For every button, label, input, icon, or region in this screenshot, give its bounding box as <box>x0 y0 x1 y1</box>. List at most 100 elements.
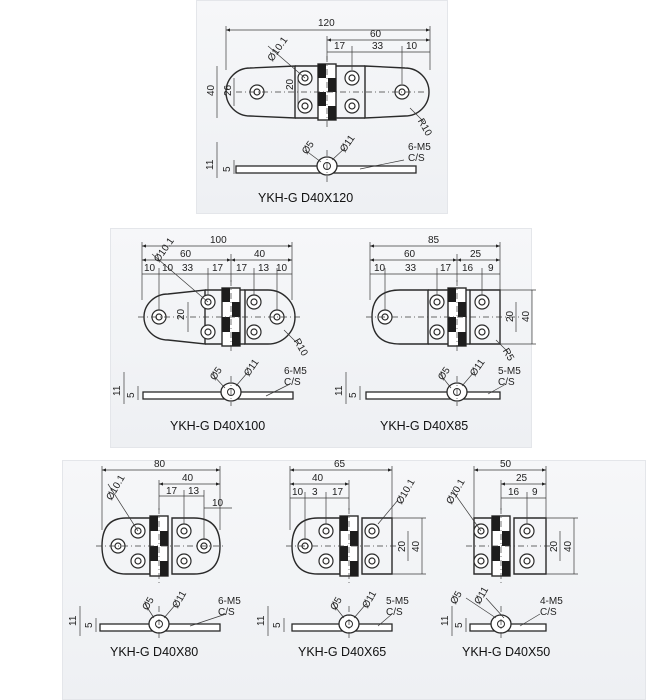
hinge-d40x65 <box>267 466 426 640</box>
dim-text: 5 <box>348 392 359 398</box>
dim-text: 13 <box>258 263 270 274</box>
dim-text: 11 <box>205 159 216 170</box>
dim-text: Ø5 <box>436 365 453 383</box>
dim-text: 16 <box>508 487 520 498</box>
dim-text: 40 <box>521 310 532 322</box>
caption-d40x50: YKH-G D40X50 <box>462 645 550 659</box>
dim-text: 10 <box>406 41 418 52</box>
dim-text: Ø10.1 <box>266 35 291 64</box>
dim-text: 13 <box>188 486 200 497</box>
dim-text: R5 <box>500 347 516 364</box>
dim-text: 120 <box>318 18 335 29</box>
dim-text: C/S <box>284 377 301 388</box>
caption-d40x100: YKH-G D40X100 <box>170 419 265 433</box>
dim-text: 4-M5 <box>540 596 563 607</box>
dim-text: R10 <box>415 117 434 139</box>
dim-text: 33 <box>182 263 194 274</box>
hinge-d40x80 <box>79 466 232 640</box>
dim-text: 60 <box>180 249 192 260</box>
dim-text: Ø10.1 <box>445 477 468 506</box>
caption-d40x85: YKH-G D40X85 <box>380 419 468 433</box>
dim-text: 25 <box>470 249 482 260</box>
dim-text: Ø11 <box>338 133 358 155</box>
dim-text: 26 <box>223 84 234 96</box>
dim-text: Ø11 <box>473 585 492 607</box>
hinge-d40x100 <box>123 242 300 406</box>
dim-text: C/S <box>540 607 557 618</box>
dim-text: 5 <box>454 622 465 628</box>
dim-text: 40 <box>411 540 422 552</box>
dim-text: Ø5 <box>449 589 465 606</box>
dim-text: 33 <box>372 41 384 52</box>
dim-text: 50 <box>500 459 512 470</box>
hinge-d40x85 <box>345 242 536 406</box>
dim-text: Ø11 <box>242 357 262 379</box>
dim-text: 33 <box>405 263 417 274</box>
dim-text: 5-M5 <box>498 366 521 377</box>
dim-text: 11 <box>256 615 267 626</box>
dim-text: Ø5 <box>329 595 345 612</box>
dim-text: 17 <box>166 486 178 497</box>
dim-text: 10 <box>374 263 386 274</box>
caption-d40x80: YKH-G D40X80 <box>110 645 198 659</box>
dim-text: 17 <box>236 263 248 274</box>
dim-text: Ø5 <box>300 139 317 157</box>
dim-text: 11 <box>440 615 451 626</box>
dim-text: 60 <box>370 29 382 40</box>
dim-text: Ø10.1 <box>395 477 418 506</box>
dim-text: Ø5 <box>208 365 225 383</box>
dim-text: 100 <box>210 235 227 246</box>
dim-text: 40 <box>563 540 574 552</box>
dim-text: 17 <box>212 263 224 274</box>
dim-text: Ø11 <box>468 357 488 379</box>
dim-text: 5-M5 <box>386 596 409 607</box>
dim-text: 40 <box>254 249 266 260</box>
dim-text: 6-M5 <box>284 366 307 377</box>
dim-text: 3 <box>312 487 318 498</box>
dim-text: 20 <box>285 78 296 90</box>
dim-text: 60 <box>404 249 416 260</box>
dim-text: Ø11 <box>171 589 190 611</box>
dim-text: 20 <box>397 540 408 552</box>
dim-text: 10 <box>292 487 304 498</box>
dim-text: 20 <box>176 308 187 320</box>
hinge-d40x120 <box>216 26 431 182</box>
dim-text: 17 <box>440 263 452 274</box>
dim-text: 10 <box>144 263 156 274</box>
dim-text: Ø11 <box>361 589 380 611</box>
dim-text: 9 <box>488 263 494 274</box>
dim-text: 5 <box>222 166 233 172</box>
dim-text: 17 <box>334 41 346 52</box>
dim-text: 20 <box>505 310 516 322</box>
dim-text: 40 <box>312 473 324 484</box>
dim-text: 11 <box>112 385 123 396</box>
caption-d40x65: YKH-G D40X65 <box>298 645 386 659</box>
hinge-d40x50 <box>451 466 578 640</box>
dim-text: 65 <box>334 459 346 470</box>
dim-text: 5 <box>84 622 95 628</box>
dim-text: 17 <box>332 487 344 498</box>
dim-text: C/S <box>386 607 403 618</box>
dim-text: 20 <box>549 540 560 552</box>
dim-text: 10 <box>162 263 174 274</box>
dim-text: 11 <box>334 385 345 396</box>
dim-text: C/S <box>408 153 425 164</box>
dim-text: 5 <box>126 392 137 398</box>
dim-text: 16 <box>462 263 474 274</box>
dim-text: 25 <box>516 473 528 484</box>
caption-d40x120: YKH-G D40X120 <box>258 191 353 205</box>
dim-text: Ø10.1 <box>105 473 128 502</box>
dim-text: C/S <box>218 607 235 618</box>
dim-text: 10 <box>212 498 224 509</box>
dim-text: 11 <box>68 615 79 626</box>
dim-text: 6-M5 <box>408 142 431 153</box>
dim-text: 10 <box>276 263 288 274</box>
dim-text: 5 <box>272 622 283 628</box>
dim-text: 6-M5 <box>218 596 241 607</box>
dim-text: 40 <box>182 473 194 484</box>
dim-text: 9 <box>532 487 538 498</box>
dim-text: 40 <box>206 84 217 96</box>
dim-text: C/S <box>498 377 515 388</box>
dim-text: R10 <box>291 337 310 359</box>
